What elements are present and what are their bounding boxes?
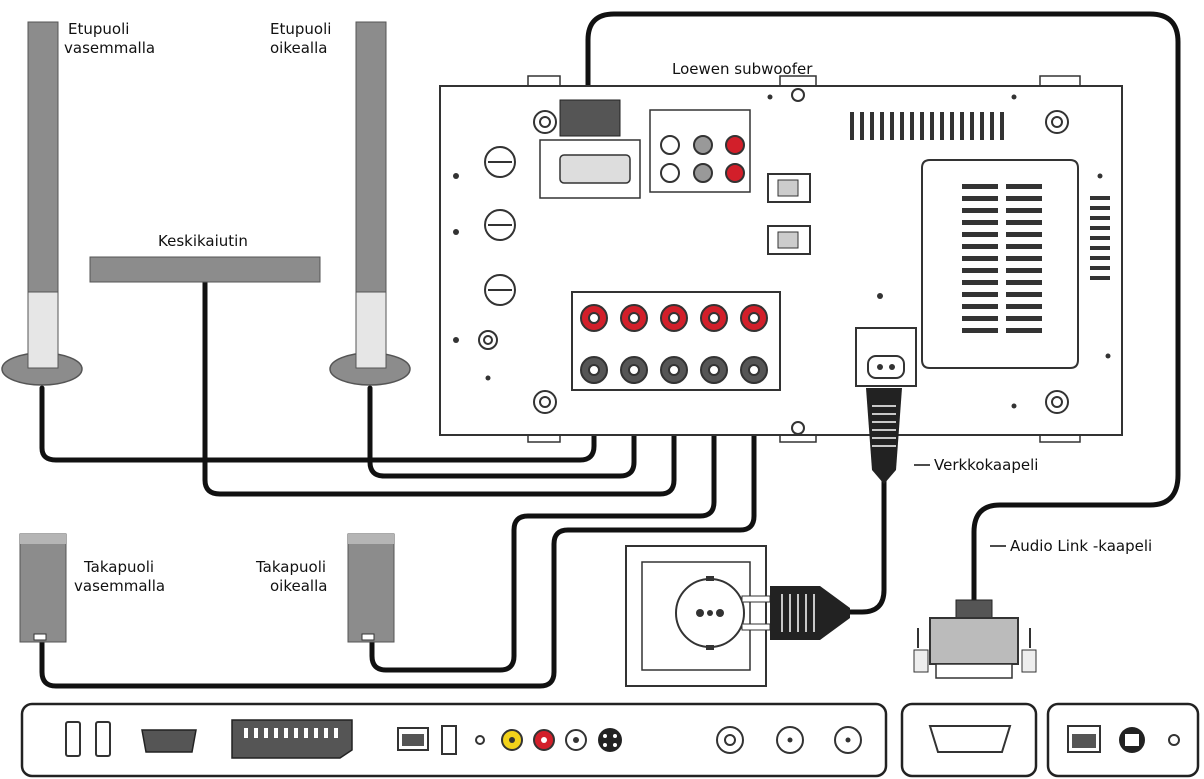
power-cable-label: Verkkokaapeli xyxy=(934,456,1038,474)
rear-left-speaker-cable xyxy=(39,369,757,689)
center-speaker-label: Keskikaiutin xyxy=(158,232,248,250)
power-cable xyxy=(837,477,887,615)
rear-right-label-line2: oikealla xyxy=(270,577,327,595)
rear-left-label-line2: vasemmalla xyxy=(74,577,165,595)
front-right-label-line1: Etupuoli xyxy=(270,20,331,38)
audio-link-cable-label: Audio Link -kaapeli xyxy=(1010,537,1152,555)
power-plug xyxy=(866,388,902,484)
subwoofer-back-panel xyxy=(439,75,1123,443)
tv-connection-strip xyxy=(20,702,1200,778)
center-speaker xyxy=(89,256,321,283)
rear-left-speaker xyxy=(19,533,67,643)
front-right-speaker-cable xyxy=(367,369,637,479)
rear-right-speaker xyxy=(347,533,395,643)
subwoofer-label: Loewen subwoofer xyxy=(672,60,813,78)
wall-plug xyxy=(741,586,850,640)
rear-right-speaker-cable xyxy=(369,369,717,673)
wall-socket xyxy=(625,545,767,687)
center-speaker-cable xyxy=(202,279,677,497)
cables xyxy=(39,11,1181,689)
audio-link-cable xyxy=(585,11,1181,603)
front-right-speaker xyxy=(329,21,411,386)
audio-link-connector xyxy=(913,599,1037,679)
front-right-label-line2: oikealla xyxy=(270,39,327,57)
front-left-label-line1: Etupuoli xyxy=(68,20,129,38)
rear-left-label-line1: Takapuoli xyxy=(83,558,154,576)
front-left-speaker xyxy=(1,21,83,386)
front-left-speaker-cable xyxy=(39,369,597,463)
rear-right-label-line1: Takapuoli xyxy=(255,558,326,576)
front-left-label-line2: vasemmalla xyxy=(64,39,155,57)
